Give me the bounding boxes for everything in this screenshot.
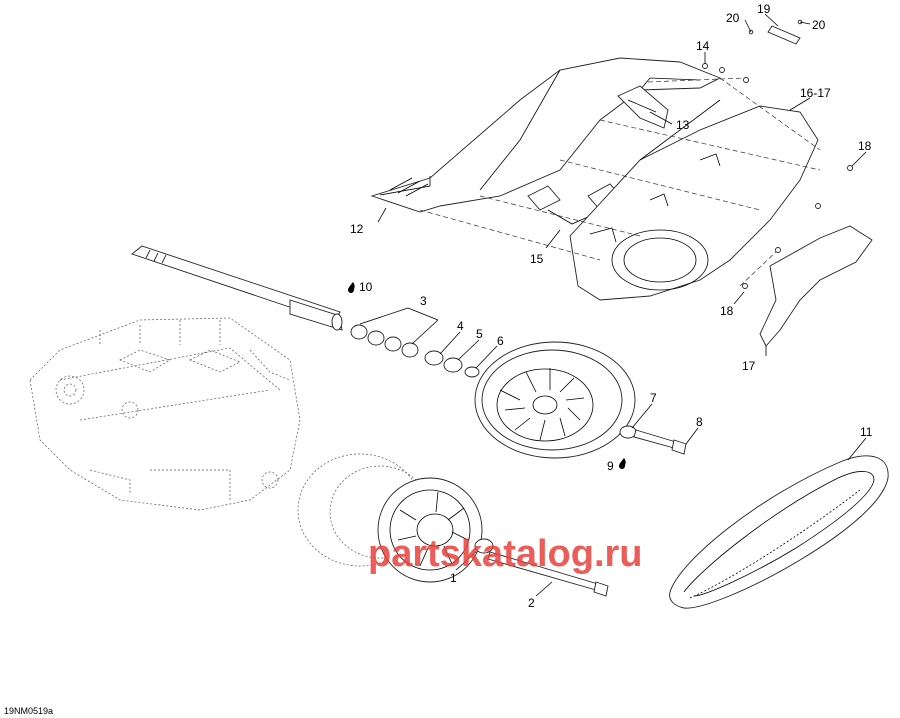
drive-belt-part-11[interactable]: [669, 455, 889, 609]
watermark-text: partskatalog.ru: [368, 533, 643, 575]
callout-16-17[interactable]: 16-17: [800, 86, 831, 100]
bolt-part-8[interactable]: [633, 429, 687, 455]
callout-6[interactable]: 6: [497, 334, 504, 348]
assembly-guide-lines: [419, 77, 821, 287]
callout-20[interactable]: 20: [726, 11, 740, 25]
callout-2[interactable]: 2: [528, 596, 535, 610]
drive-pulley[interactable]: [474, 341, 636, 459]
callout-14[interactable]: 14: [696, 39, 710, 53]
callout-4[interactable]: 4: [457, 319, 464, 333]
washer-part-7[interactable]: [619, 425, 637, 439]
callout-15[interactable]: 15: [530, 252, 544, 266]
belt-guard-housing-part-16-17[interactable]: [569, 99, 819, 301]
callout-18[interactable]: 18: [720, 304, 734, 318]
callout-10[interactable]: 10: [359, 280, 373, 294]
callout-20[interactable]: 20: [812, 18, 826, 32]
bolt-part-2[interactable]: [487, 551, 609, 597]
callout-17[interactable]: 17: [742, 359, 756, 373]
callout-19[interactable]: 19: [757, 2, 771, 16]
washer-part-5[interactable]: [443, 357, 463, 373]
nut-part-18[interactable]: [847, 165, 853, 171]
callout-1[interactable]: 1: [450, 571, 457, 585]
callout-7[interactable]: 7: [650, 391, 657, 405]
callout-3[interactable]: 3: [420, 294, 427, 308]
shim-washers-part-3[interactable]: [350, 324, 419, 358]
fasteners: [702, 19, 853, 289]
strap-part-19[interactable]: [767, 25, 801, 45]
lubricant-drop-icon: [348, 282, 355, 293]
callout-5[interactable]: 5: [476, 327, 483, 341]
callout-labels: 20 19 20 14 16-17 13 18 12 15 18 17 10 3…: [350, 2, 873, 610]
engine-block: [29, 317, 301, 511]
callout-13[interactable]: 13: [676, 118, 690, 132]
driven-pulley[interactable]: [297, 453, 483, 583]
diagram-code: 19NM0519a: [4, 706, 53, 716]
screw-part-14[interactable]: [702, 63, 708, 69]
leader-lines: [359, 13, 867, 597]
drive-shaft-part-10[interactable]: [131, 245, 343, 331]
washer-part-1[interactable]: [474, 538, 494, 554]
spacer-part-6[interactable]: [464, 366, 480, 378]
callout-12[interactable]: 12: [350, 222, 364, 236]
belt-guard-part-12[interactable]: [370, 57, 722, 213]
callout-18[interactable]: 18: [858, 139, 872, 153]
callout-9[interactable]: 9: [607, 459, 614, 473]
washer-part-4[interactable]: [424, 350, 444, 366]
bracket-part-13[interactable]: [617, 85, 669, 129]
callout-11[interactable]: 11: [860, 425, 873, 439]
callout-8[interactable]: 8: [696, 415, 703, 429]
lubricant-drop-icon: [619, 458, 626, 469]
guard-cover-part-17[interactable]: [759, 225, 873, 347]
